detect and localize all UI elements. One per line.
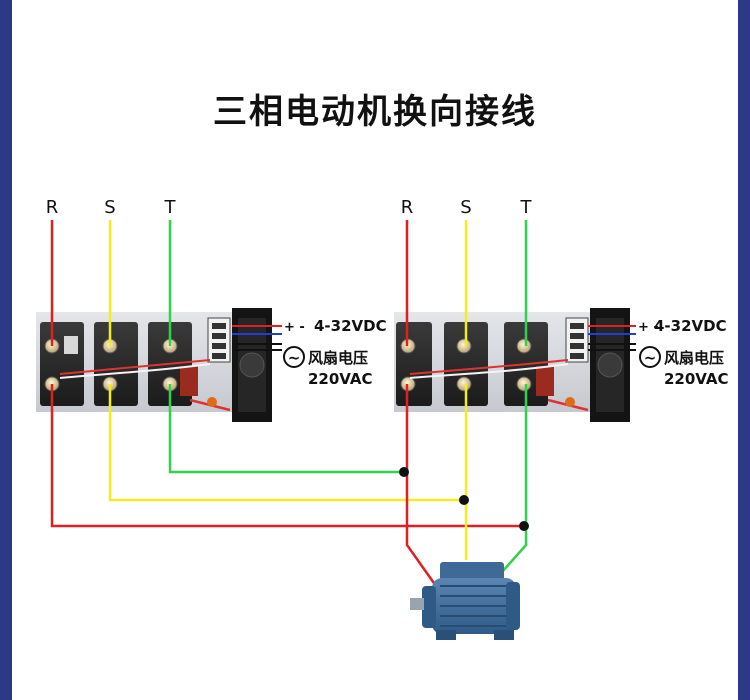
left-dc-polarity-label: + - xyxy=(284,320,305,335)
left-fan-voltage: 220VAC xyxy=(308,370,373,388)
right-ac-symbol: ~ xyxy=(644,349,657,367)
junction-dot xyxy=(459,495,469,505)
junction-dot xyxy=(399,467,409,477)
three-phase-motor xyxy=(410,562,520,640)
motor-shaft xyxy=(410,598,424,610)
right-fan-label: 风扇电压 xyxy=(664,349,724,367)
right-phase-s-label: S xyxy=(460,197,471,218)
right-dc-voltage-label: 4-32VDC xyxy=(654,317,727,335)
left-ac-symbol-icon xyxy=(283,346,305,368)
left-terminal-strip xyxy=(207,317,231,363)
right-ac-symbol-icon xyxy=(639,346,661,368)
left-ssr-s xyxy=(94,322,138,406)
frame-right-border xyxy=(738,0,750,700)
right-dc-polarity-label: + - xyxy=(638,320,659,335)
right-phase-r-label: R xyxy=(401,197,414,218)
left-phase-s-label: S xyxy=(104,197,115,218)
left-phase-r-label: R xyxy=(46,197,59,218)
left-input-wires xyxy=(50,220,172,346)
left-dc-voltage-label: 4-32VDC xyxy=(314,317,387,335)
left-ssr-module xyxy=(36,308,272,422)
frame-left-border xyxy=(0,0,12,700)
right-ssr-s xyxy=(444,322,488,406)
left-ssr-r xyxy=(40,322,84,406)
right-ssr-r xyxy=(396,322,432,406)
crossover-wiring xyxy=(50,384,529,587)
right-phase-t-label: T xyxy=(520,197,533,218)
right-fan-voltage: 220VAC xyxy=(664,370,729,388)
left-ac-symbol: ~ xyxy=(288,349,301,367)
right-input-wires xyxy=(405,220,528,346)
junction-dot xyxy=(519,521,529,531)
page-title: 三相电动机换向接线 xyxy=(213,92,537,132)
left-phase-t-label: T xyxy=(164,197,177,218)
right-terminal-strip xyxy=(565,317,589,363)
left-fan-label: 风扇电压 xyxy=(308,349,368,367)
